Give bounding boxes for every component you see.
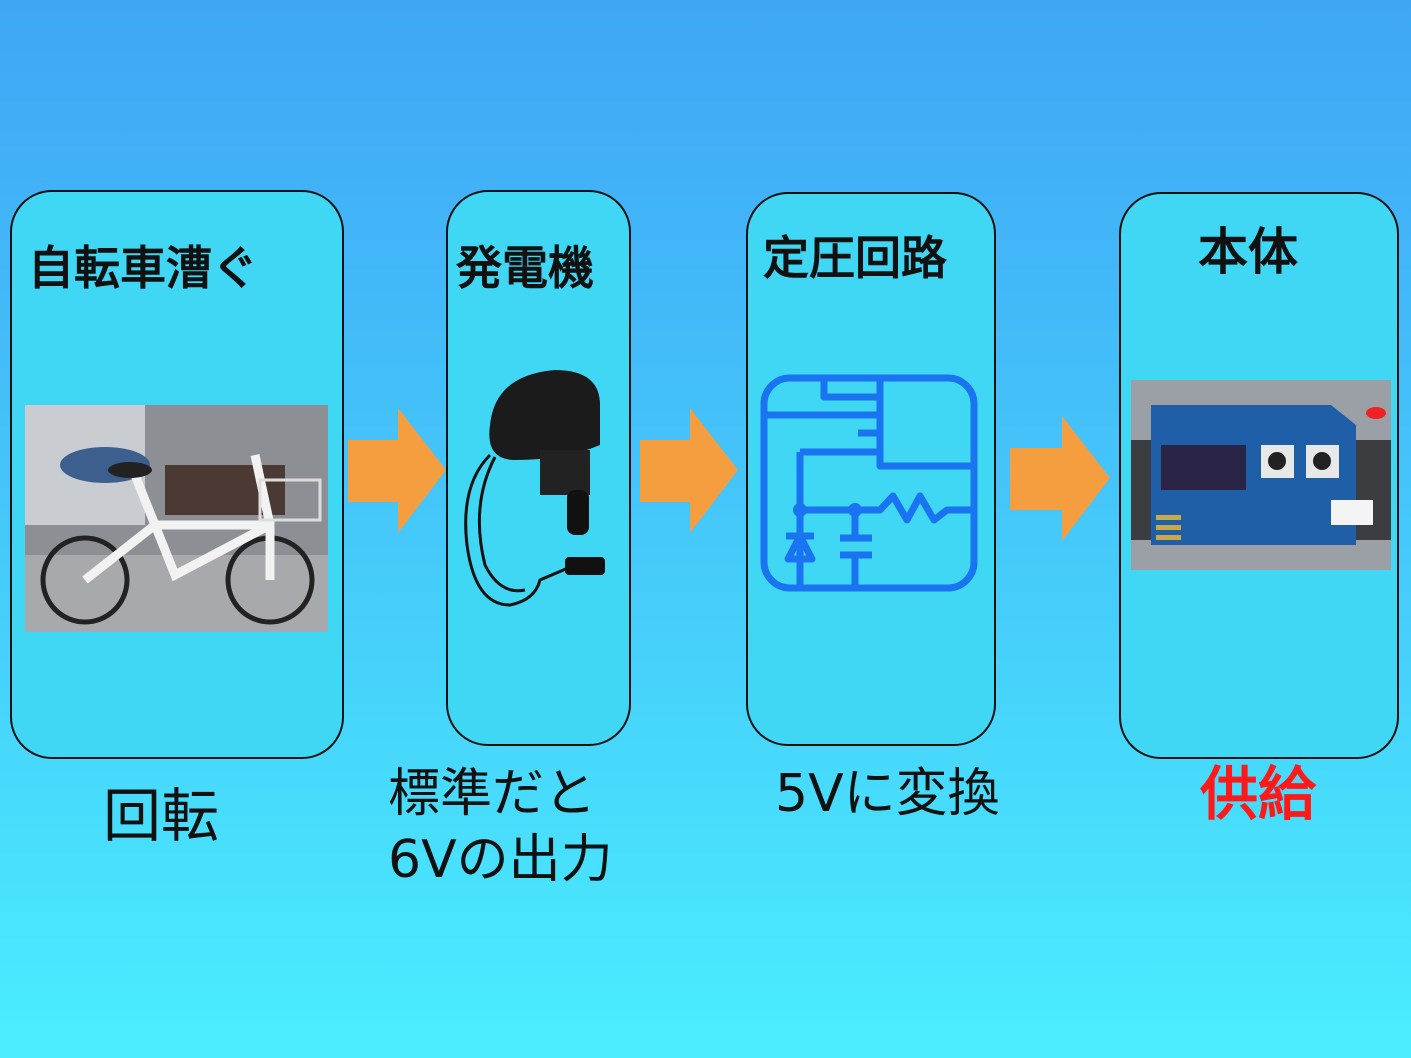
caption-rotation: 回転 [103,782,220,850]
arrow-right-icon [640,408,738,533]
circuit-board-photo [1131,380,1391,570]
bicycle-photo [25,405,328,632]
caption-supply: 供給 [1200,760,1317,828]
generator-photo [464,370,605,607]
step-title-device: 本体 [1198,223,1298,281]
arrow-right-icon [348,408,446,533]
step-title-regulator: 定圧回路 [763,231,947,285]
caption-generator-line1: 標準だと [388,764,597,824]
caption-regulator: 5Vに変換 [775,764,1000,824]
caption-generator-line2: 6Vの出力 [388,830,613,890]
step-box-generator [446,190,631,746]
circuit-icon [760,374,978,592]
step-title-generator: 発電機 [456,241,594,295]
arrow-right-icon [1010,416,1110,541]
step-title-bicycle: 自転車漕ぐ [28,241,258,295]
